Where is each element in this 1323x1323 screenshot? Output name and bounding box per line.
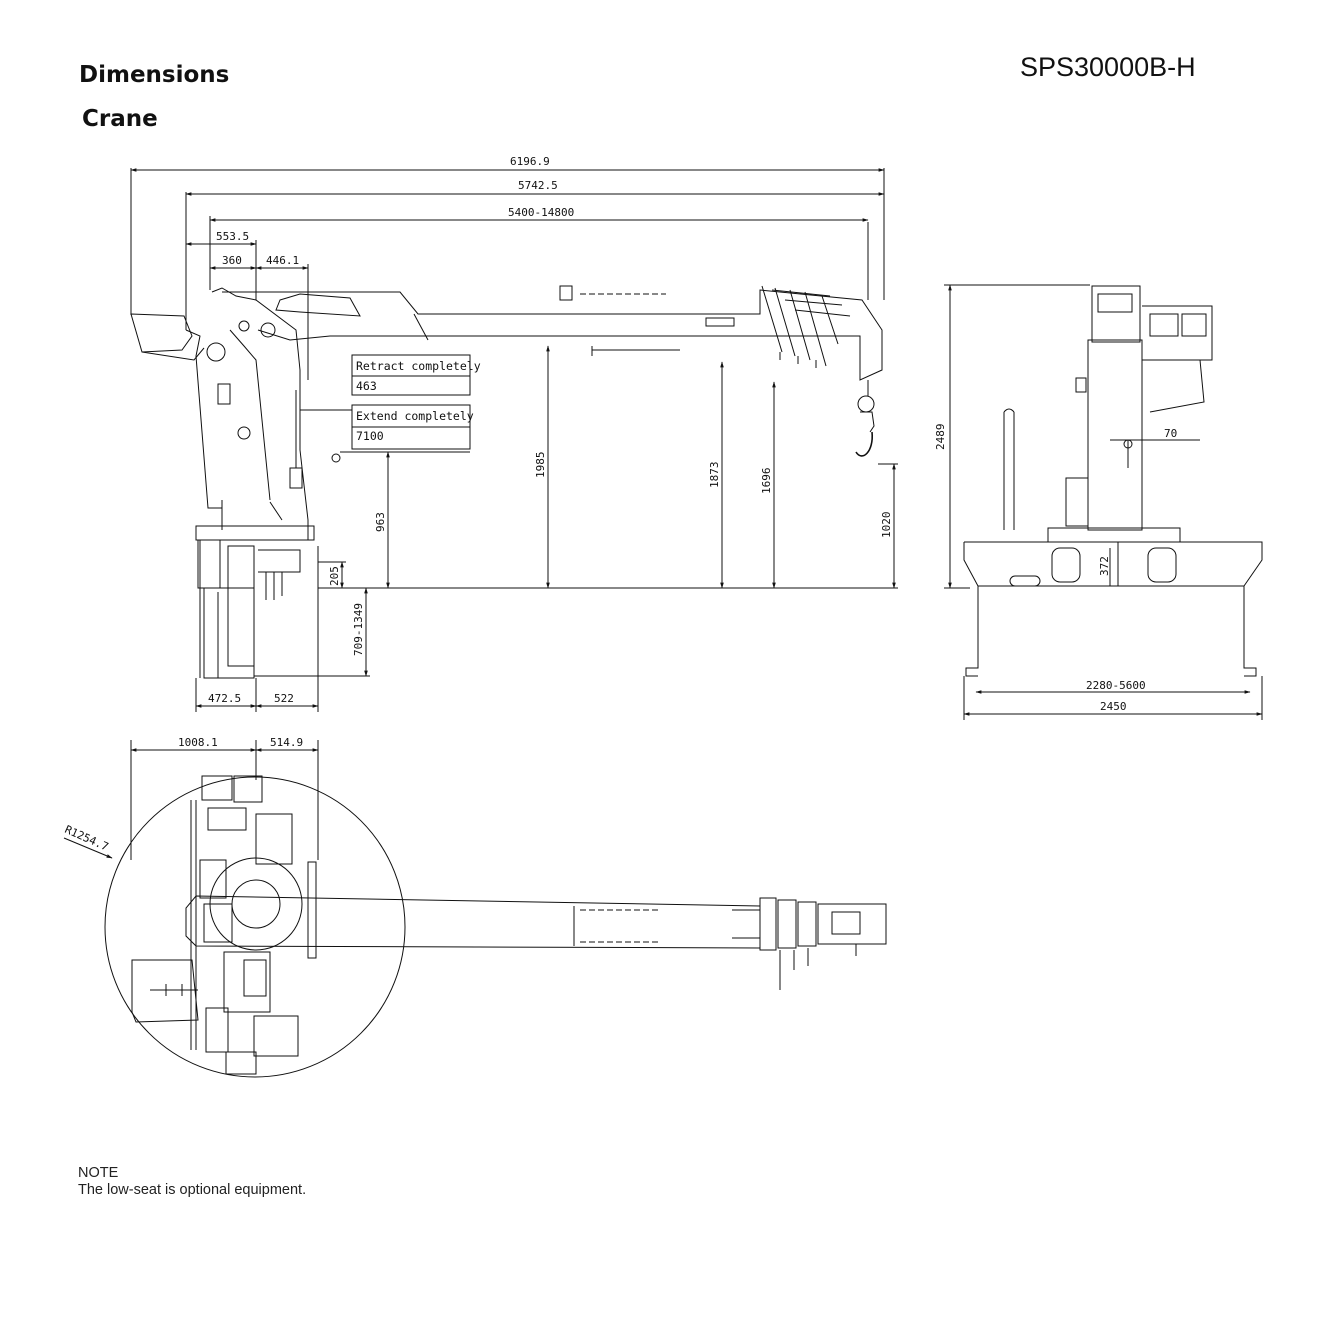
note: NOTE The low-seat is optional equipment. [78,1165,306,1199]
dim-rear-width: 2450 [1100,700,1127,713]
dim-rear-height: 2489 [934,424,947,451]
dim-w-472: 472.5 [208,692,241,705]
dim-h-1020: 1020 [880,512,893,539]
callout-retract-value: 463 [356,379,377,393]
dim-446: 446.1 [266,254,299,267]
top-view [63,740,887,1078]
dim-rear-70: 70 [1164,427,1177,440]
rear-view [944,284,1263,720]
dim-h-709: 709-1349 [352,603,365,656]
model-number: SPS30000B-H [1020,52,1196,82]
dim-top-1008: 1008.1 [178,736,218,749]
dim-overall-2: 5742.5 [518,179,558,192]
note-heading: NOTE [78,1165,119,1181]
dim-boom-range: 5400-14800 [508,206,574,219]
dim-rear-outrigger: 2280-5600 [1086,679,1146,692]
dim-h-1696: 1696 [760,468,773,495]
dim-h-963: 963 [374,512,387,532]
page-title: Dimensions [79,62,230,88]
callout-extend-value: 7100 [356,429,384,443]
dim-h-1985: 1985 [534,452,547,479]
dim-top-radius: R1254.7 [63,823,111,854]
dim-w-522: 522 [274,692,294,705]
side-view [130,168,898,712]
callout-extend-label: Extend completely [356,409,474,423]
dim-360: 360 [222,254,242,267]
dim-top-514: 514.9 [270,736,303,749]
dim-overall-1: 6196.9 [510,155,550,168]
page-subtitle: Crane [82,106,158,132]
dim-rear-372: 372 [1098,556,1111,576]
callout-retract-label: Retract completely [356,359,481,373]
note-text: The low-seat is optional equipment. [78,1182,307,1198]
dim-h-205: 205 [328,566,341,586]
dim-h-1873: 1873 [708,462,721,489]
dim-553: 553.5 [216,230,249,243]
